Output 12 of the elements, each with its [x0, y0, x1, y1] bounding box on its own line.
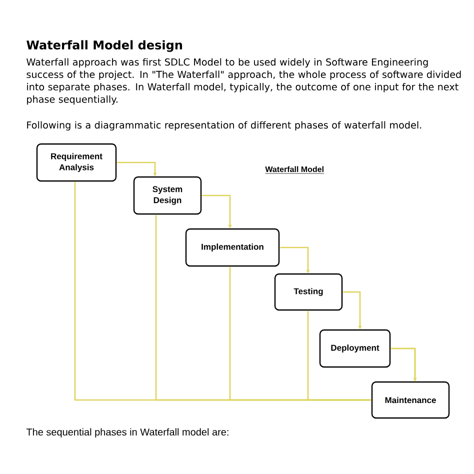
paragraph: The sequential phases in Waterfall model are:	[26, 428, 228, 438]
process-box: System Design	[133, 176, 202, 215]
process-box: Deployment	[319, 329, 391, 368]
process-box: Implementation	[185, 228, 280, 267]
connector-line	[307, 310, 372, 401]
paragraph: Following is a diagrammatic representation of different phases of waterfall model.	[27, 121, 422, 130]
process-box: Requirement Analysis	[36, 143, 117, 182]
underlined-label: Waterfall Model	[265, 166, 324, 174]
heading: Waterfall Model design	[26, 40, 182, 52]
process-box: Maintenance	[371, 381, 450, 419]
paragraph: Waterfall approach was first SDLC Model to be used widely in Software Engineering success of the project. In "The Waterfall" approach, the whole process of software divided into separate phases. In Waterfall model, typically, the outcome of one input for the next phase sequentially.	[26, 58, 461, 105]
process-box: Testing	[274, 273, 343, 311]
